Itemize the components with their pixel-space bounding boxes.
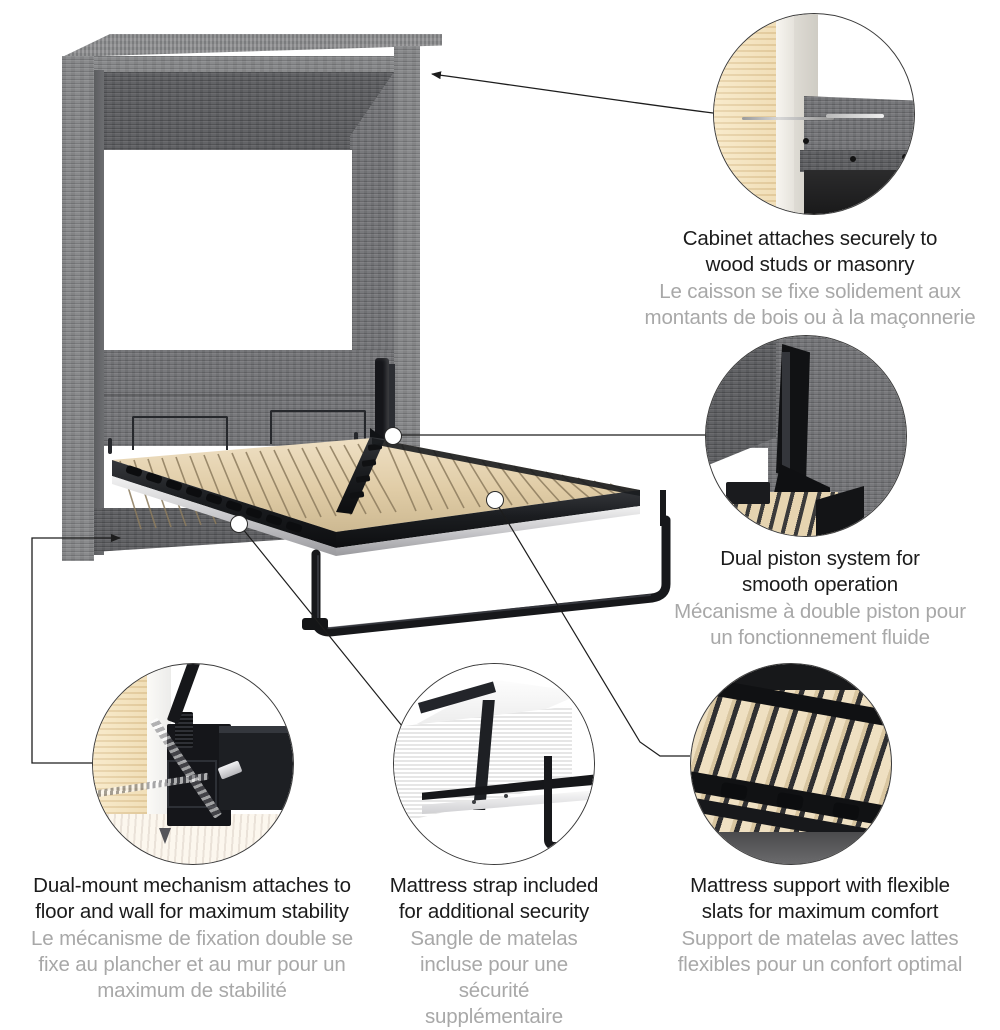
- detail-circle-cabinet-mount: [713, 13, 915, 215]
- slat-centre-rail: [336, 437, 385, 514]
- wood-stud: [714, 14, 776, 214]
- bed-leg-upper-joint: [660, 490, 666, 526]
- cabinet-left-inner-shadow: [94, 70, 104, 555]
- caption-slat-support-fr: Support de matelas avec lattes flexibles…: [677, 927, 963, 976]
- slat-detail-floor: [691, 832, 891, 864]
- piston-column-highlight: [782, 352, 790, 478]
- pilot-hole-a: [803, 138, 809, 144]
- rail-rivet-b: [504, 794, 508, 798]
- bed-platform: [112, 437, 671, 637]
- mattress-retainer-bracket-right: [270, 410, 366, 444]
- cabinet-right-side-panel: [394, 46, 420, 471]
- cabinet-open-cavity: [104, 150, 352, 350]
- infographic-canvas: Cabinet attaches securely to wood studs …: [31, 13, 1000, 1028]
- piston-arm-shadow: [389, 364, 395, 448]
- cabinet-left-side-panel: [62, 56, 94, 561]
- cabinet-back-panel-seam: [104, 394, 394, 396]
- caption-cabinet-mount: Cabinet attaches securely to wood studs …: [620, 226, 1000, 331]
- cabinet-back-panel-lower: [104, 350, 394, 446]
- slat-deck-surface: [112, 438, 640, 532]
- mounting-screw: [742, 117, 834, 120]
- mattress-retainer-bracket-left: [132, 416, 228, 450]
- caption-dual-piston: Dual piston system for smooth operation …: [640, 546, 1000, 651]
- callout-dot-slat-deck: [486, 491, 504, 509]
- cabinet-interior-shadow: [804, 170, 914, 214]
- cabinet-header-panel: [104, 72, 394, 150]
- bed-frame-head-rail: [372, 438, 640, 496]
- detail-circle-dual-piston: [705, 335, 907, 537]
- caption-mattress-strap-en: Mattress strap included for additional s…: [389, 874, 599, 923]
- callout-dot-frame-left: [230, 515, 248, 533]
- detail-circle-dual-mount: [92, 663, 294, 865]
- rail-rivet-a: [472, 800, 476, 804]
- caption-cabinet-mount-fr: Le caisson se fixe solidement aux montan…: [644, 280, 976, 329]
- caption-dual-piston-fr: Mécanisme à double piston pour un foncti…: [674, 600, 966, 649]
- caption-mattress-strap: Mattress strap included for additional s…: [382, 873, 606, 1030]
- retainer-post-left: [108, 438, 112, 454]
- pilot-hole-b: [850, 156, 856, 162]
- caption-mattress-strap-fr: Sangle de matelas incluse pour une sécur…: [410, 927, 578, 1028]
- product-illustration: [40, 20, 720, 650]
- detail-circle-mattress-strap: [393, 663, 595, 865]
- detail-circle-slat-support: [690, 663, 892, 865]
- caption-dual-mount-fr: Le mécanisme de fixation double se fixe …: [31, 927, 353, 1002]
- caption-dual-piston-en: Dual piston system for smooth operation: [720, 547, 920, 596]
- cabinet-shelf-edge-detail: [800, 150, 914, 172]
- caption-slat-support-en: Mattress support with flexible slats for…: [690, 874, 950, 923]
- drywall-layer: [776, 14, 794, 214]
- threaded-stud: [175, 712, 193, 748]
- cabinet-panel-detail: [804, 96, 914, 158]
- slat-centre-clips: [349, 443, 383, 499]
- caption-cabinet-mount-en: Cabinet attaches securely to wood studs …: [682, 227, 938, 276]
- mounting-screw-head: [826, 114, 884, 118]
- piston-column: [776, 344, 810, 484]
- caption-dual-mount: Dual-mount mechanism attaches to floor a…: [8, 873, 376, 1004]
- caption-slat-support: Mattress support with flexible slats for…: [648, 873, 992, 978]
- caption-dual-mount-en: Dual-mount mechanism attaches to floor a…: [33, 874, 351, 923]
- piston-detail-bracket-left: [726, 482, 770, 504]
- pilot-hole-c: [902, 154, 908, 160]
- callout-dot-piston: [384, 427, 402, 445]
- mount-bracket-plate-edge: [219, 726, 293, 733]
- piston-arm-upper: [375, 358, 389, 450]
- strap-detail-leg: [544, 756, 594, 850]
- bed-leg-foot-pad: [302, 618, 328, 630]
